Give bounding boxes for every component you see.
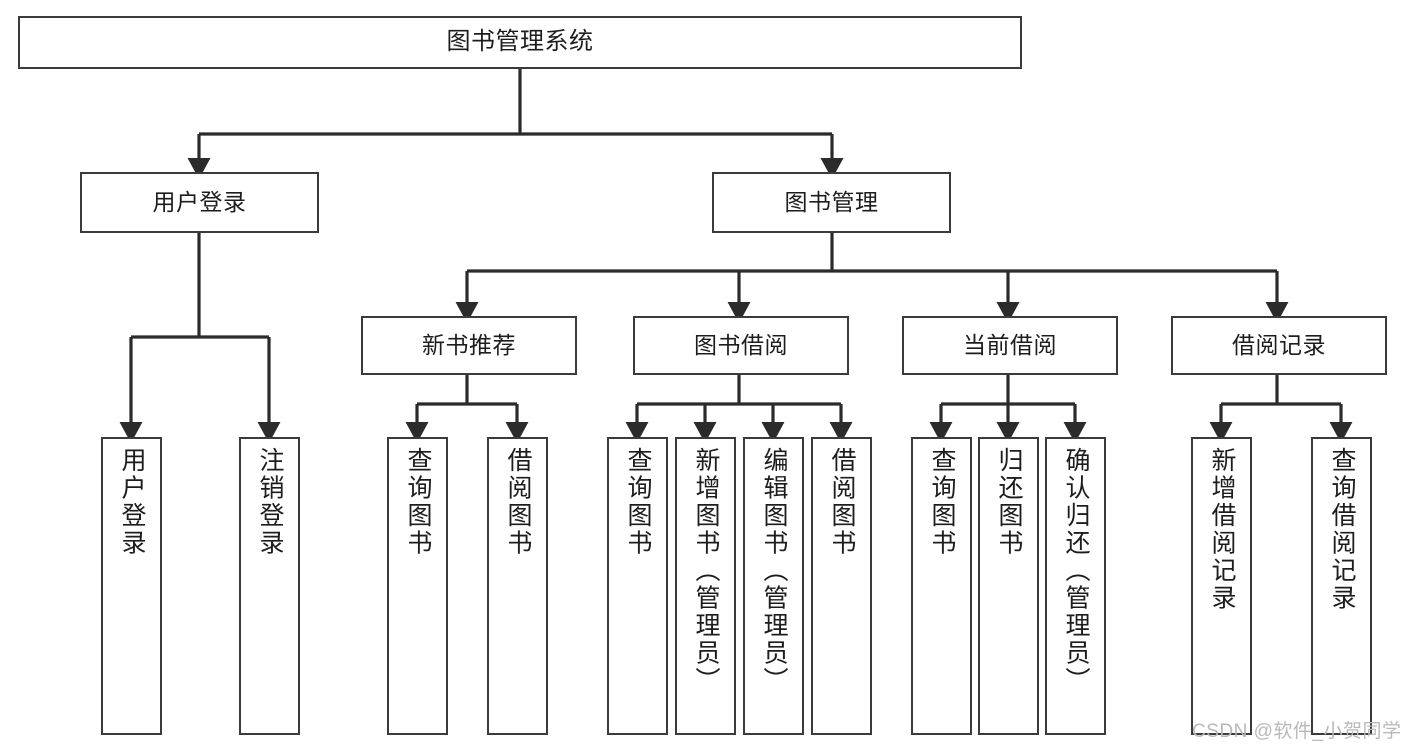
node-borrow-record[interactable]: 借阅记录 [1171, 316, 1387, 375]
node-label: 当前借阅 [963, 331, 1057, 358]
node-label: 图书管理 [784, 188, 879, 215]
leaf-query-borrow-record[interactable]: 查询借阅记录 [1311, 437, 1372, 735]
node-label: 新书推荐 [422, 331, 516, 358]
node-book-management-system[interactable]: 图书管理系统 [18, 16, 1022, 69]
leaf-user-login[interactable]: 用户登录 [101, 437, 162, 735]
leaf-borrow-book-new-rec[interactable]: 借阅图书 [487, 437, 548, 735]
leaf-borrow-book[interactable]: 借阅图书 [811, 437, 872, 735]
node-label: 确认归还（管理员） [1062, 447, 1090, 695]
node-label: 借阅图书 [828, 447, 856, 557]
node-book-manage[interactable]: 图书管理 [712, 172, 951, 233]
node-label: 查询借阅记录 [1328, 447, 1356, 612]
node-label: 图书管理系统 [446, 28, 594, 56]
node-label: 用户登录 [152, 188, 247, 215]
node-current-borrow[interactable]: 当前借阅 [902, 316, 1118, 375]
leaf-edit-book-admin[interactable]: 编辑图书（管理员） [743, 437, 804, 735]
node-label: 查询图书 [404, 447, 432, 557]
leaf-query-book-borrow[interactable]: 查询图书 [607, 437, 668, 735]
node-label: 新增借阅记录 [1208, 447, 1236, 612]
leaf-query-book-current[interactable]: 查询图书 [911, 437, 972, 735]
node-label: 查询图书 [624, 447, 652, 557]
node-label: 注销登录 [256, 447, 284, 557]
node-new-book-recommend[interactable]: 新书推荐 [361, 316, 577, 375]
node-label: 新增图书（管理员） [692, 447, 720, 695]
leaf-user-logout[interactable]: 注销登录 [239, 437, 300, 735]
node-book-borrow[interactable]: 图书借阅 [633, 316, 849, 375]
node-label: 借阅图书 [504, 447, 532, 557]
leaf-confirm-return-admin[interactable]: 确认归还（管理员） [1045, 437, 1106, 735]
leaf-query-book-new-rec[interactable]: 查询图书 [387, 437, 448, 735]
node-user-login[interactable]: 用户登录 [80, 172, 319, 233]
leaf-add-book-admin[interactable]: 新增图书（管理员） [675, 437, 736, 735]
node-label: 编辑图书（管理员） [760, 447, 788, 695]
node-label: 图书借阅 [694, 331, 788, 358]
watermark-text: CSDN @软件_小贺同学 [1192, 721, 1402, 742]
node-label: 用户登录 [118, 447, 146, 557]
node-label: 查询图书 [928, 447, 956, 557]
leaf-return-book[interactable]: 归还图书 [978, 437, 1039, 735]
node-label: 归还图书 [995, 447, 1023, 557]
node-label: 借阅记录 [1232, 331, 1326, 358]
leaf-add-borrow-record[interactable]: 新增借阅记录 [1191, 437, 1252, 735]
